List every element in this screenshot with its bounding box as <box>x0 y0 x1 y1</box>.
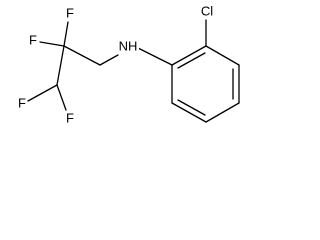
bond-cf2-f-left <box>39 41 65 47</box>
ring-bond-5 <box>171 102 207 123</box>
fluorine-label-4: F <box>66 110 74 125</box>
fluorine-label-2: F <box>66 5 74 20</box>
fluoro-chain-bonds <box>27 21 119 111</box>
ring-double-bond-c <box>177 99 206 116</box>
bond-cf2-ch2 <box>63 45 101 66</box>
chemical-structure: Cl NH F F F F <box>18 3 240 125</box>
ring-bond-2 <box>205 45 240 66</box>
ring-bond-4 <box>205 102 240 123</box>
bond-ch2-n <box>99 54 119 66</box>
bond-cf2-chf2 <box>56 45 65 86</box>
fluorine-label-1: F <box>29 32 37 47</box>
chlorine-label: Cl <box>201 3 213 18</box>
atom-labels: Cl NH F F F F <box>18 3 218 125</box>
ring-bond-1 <box>171 45 207 66</box>
bond-chf2-f-left <box>27 84 58 102</box>
bond-n-ring <box>137 47 173 66</box>
bond-chf2-f-bottom <box>56 84 67 111</box>
amine-nh-label: NH <box>119 38 138 53</box>
ring-double-bond-a <box>177 52 206 69</box>
bond-cf2-f-right <box>63 21 69 47</box>
fluorine-label-3: F <box>18 95 26 110</box>
benzene-ring <box>171 45 240 123</box>
